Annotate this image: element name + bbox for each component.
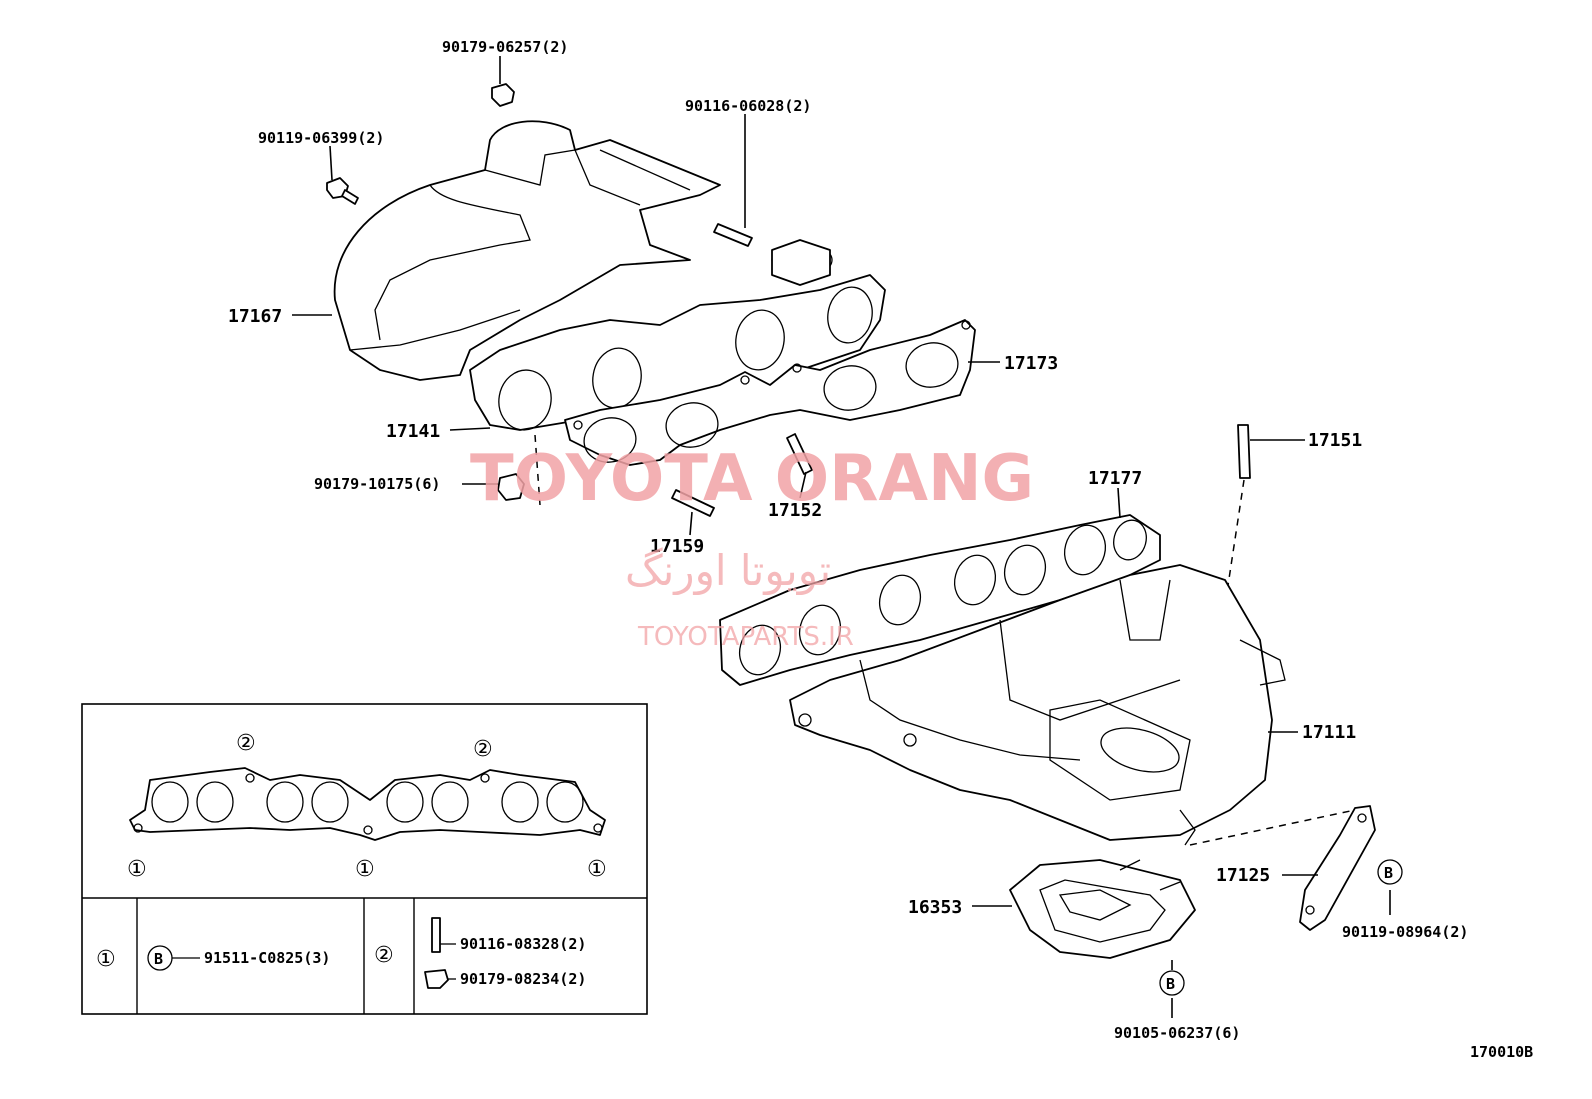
legend-row-marker-1: ① [96,947,116,972]
legend-marker-1: ① [127,857,147,882]
watermark-brand: TOYOTA ORANG [470,442,1034,516]
part-label: 90119-08964(2) [1342,923,1468,941]
legend-marker-b-text: B [154,950,163,968]
stay-17125 [1299,805,1376,931]
svg-text:B: B [1166,975,1175,993]
runner-flange-17141 [469,239,886,431]
part-label: 17159 [650,536,704,557]
legend-box: ② ② ① ① ① ① B 91511-C0825(3) ② 90116-083… [81,703,648,1015]
part-label: 16353 [908,897,962,918]
part-label: 17141 [386,421,440,442]
legend-marker-2: ② [473,737,493,762]
upper-manifold-17167 [333,120,721,381]
stud-90116-06028 [713,223,753,247]
legend-marker-1: ① [355,857,375,882]
svg-text:B: B [1384,864,1393,882]
figure-code: 170010B [1470,1043,1533,1061]
part-label: 17125 [1216,865,1270,886]
callout-b: B [1159,970,1185,996]
legend-marker-2: ② [236,731,256,756]
part-label: 17173 [1004,353,1058,374]
part-label: 17151 [1308,430,1362,451]
callout-b: B [1377,859,1403,885]
legend-gasket [129,767,606,841]
part-label: 17111 [1302,722,1356,743]
guide-line [1189,809,1356,846]
legend-part: 90179-08234(2) [460,970,586,988]
part-label: 90119-06399(2) [258,129,384,147]
part-label: 90179-06257(2) [442,38,568,56]
legend-part: 91511-C0825(3) [204,949,330,967]
legend-row-marker-2: ② [374,943,394,968]
part-label: 17167 [228,306,282,327]
lower-manifold-17111 [789,564,1286,846]
gasket-17177 [719,514,1161,686]
nut-90179-10175 [497,473,525,501]
gasket-17173 [564,319,976,466]
part-label: 17177 [1088,468,1142,489]
stud-17151 [1237,424,1251,479]
stud-17159 [671,489,715,517]
legend-part: 90116-08328(2) [460,935,586,953]
legend-stud [431,917,441,953]
part-label: 90105-06237(6) [1114,1024,1240,1042]
stud-17152 [786,433,813,475]
watermark-arabic: تویوتا اورنگ [625,546,831,595]
part-label: 17152 [768,500,822,521]
part-label: 90179-10175(6) [314,475,440,493]
hardware-90179-06257 [491,83,515,107]
gasket-16353 [1009,859,1196,959]
watermark-site: TOYOTAPARTS.IR [637,622,854,652]
hardware-90119-06399 [326,177,359,205]
leader-lines [292,56,1391,1018]
part-label: 90116-06028(2) [685,97,811,115]
guide-line [534,434,541,506]
legend-marker-1: ① [587,857,607,882]
legend-nut [424,969,449,989]
